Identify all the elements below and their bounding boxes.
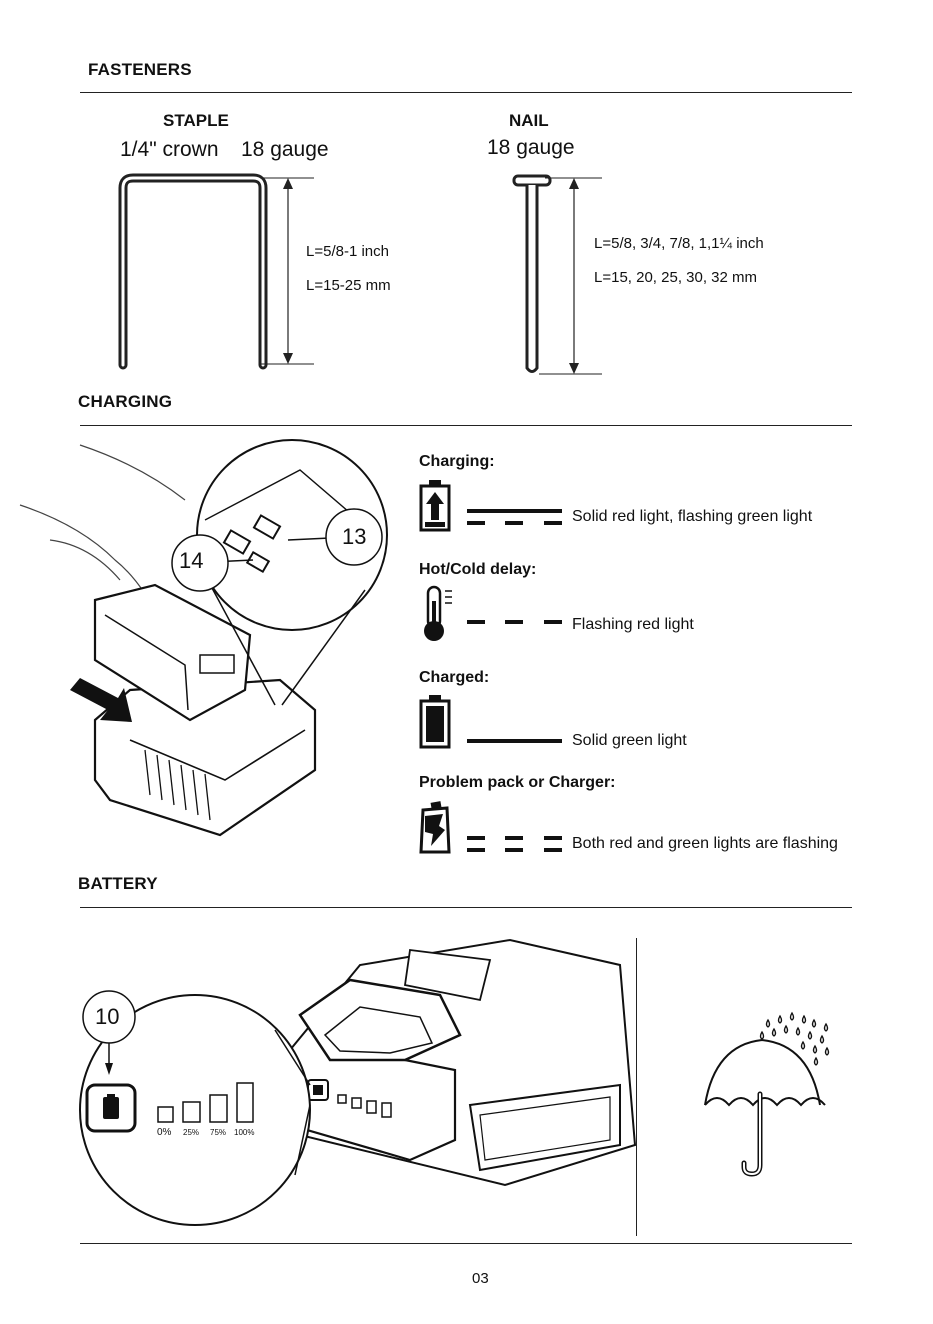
level-75: 75% xyxy=(210,1128,227,1137)
battery-fault-icon xyxy=(419,801,451,854)
level-0: 0% xyxy=(157,1127,172,1138)
charging-light-pattern xyxy=(467,509,562,525)
divider-fasteners xyxy=(80,92,852,93)
divider-charging xyxy=(80,425,852,426)
section-title-charging: CHARGING xyxy=(78,392,173,411)
staple-crown: 1/4" crown xyxy=(120,138,219,161)
staple-title: STAPLE xyxy=(163,111,229,130)
callout-10: 10 xyxy=(95,1004,120,1029)
nail-gauge: 18 gauge xyxy=(487,136,575,159)
staple-illustration xyxy=(118,173,314,370)
staple-gauge: 18 gauge xyxy=(241,138,329,161)
hotcold-light-pattern xyxy=(467,620,562,624)
indicator-title-problem: Problem pack or Charger: xyxy=(419,774,616,791)
battery-charging-icon xyxy=(419,480,451,532)
callout-13: 13 xyxy=(342,524,367,549)
page-number: 03 xyxy=(472,1270,489,1287)
section-title-battery: BATTERY xyxy=(78,874,158,893)
level-25: 25% xyxy=(183,1128,200,1137)
charger-illustration xyxy=(19,439,388,837)
nail-title: NAIL xyxy=(509,111,549,130)
indicator-desc-hotcold: Flashing red light xyxy=(572,616,694,633)
divider-footer xyxy=(80,1243,852,1244)
indicator-title-hotcold: Hot/Cold delay: xyxy=(419,561,537,578)
thermometer-icon xyxy=(424,585,452,641)
indicator-desc-charged: Solid green light xyxy=(572,732,687,749)
nail-length-mm: L=15, 20, 25, 30, 32 mm xyxy=(594,269,758,286)
level-100: 100% xyxy=(234,1128,255,1137)
section-title-fasteners: FASTENERS xyxy=(88,60,192,79)
staple-length-inch: L=5/8-1 inch xyxy=(306,243,389,260)
charged-light-pattern xyxy=(467,739,562,743)
indicator-title-charging: Charging: xyxy=(419,453,495,470)
umbrella-rain-icon xyxy=(704,1011,830,1177)
nail-illustration xyxy=(512,174,602,375)
callout-14: 14 xyxy=(179,548,204,573)
staple-length-mm: L=15-25 mm xyxy=(306,277,391,294)
battery-pack-illustration xyxy=(79,938,637,1226)
battery-divider xyxy=(636,938,637,1236)
indicator-desc-problem: Both red and green lights are flashing xyxy=(572,835,838,852)
indicator-title-charged: Charged: xyxy=(419,669,490,686)
divider-battery xyxy=(80,907,852,908)
indicator-desc-charging: Solid red light, flashing green light xyxy=(572,508,813,525)
battery-full-icon xyxy=(419,695,451,749)
problem-light-pattern xyxy=(467,836,562,852)
nail-length-inch: L=5/8, 3/4, 7/8, 1,1¼ inch xyxy=(594,235,764,252)
